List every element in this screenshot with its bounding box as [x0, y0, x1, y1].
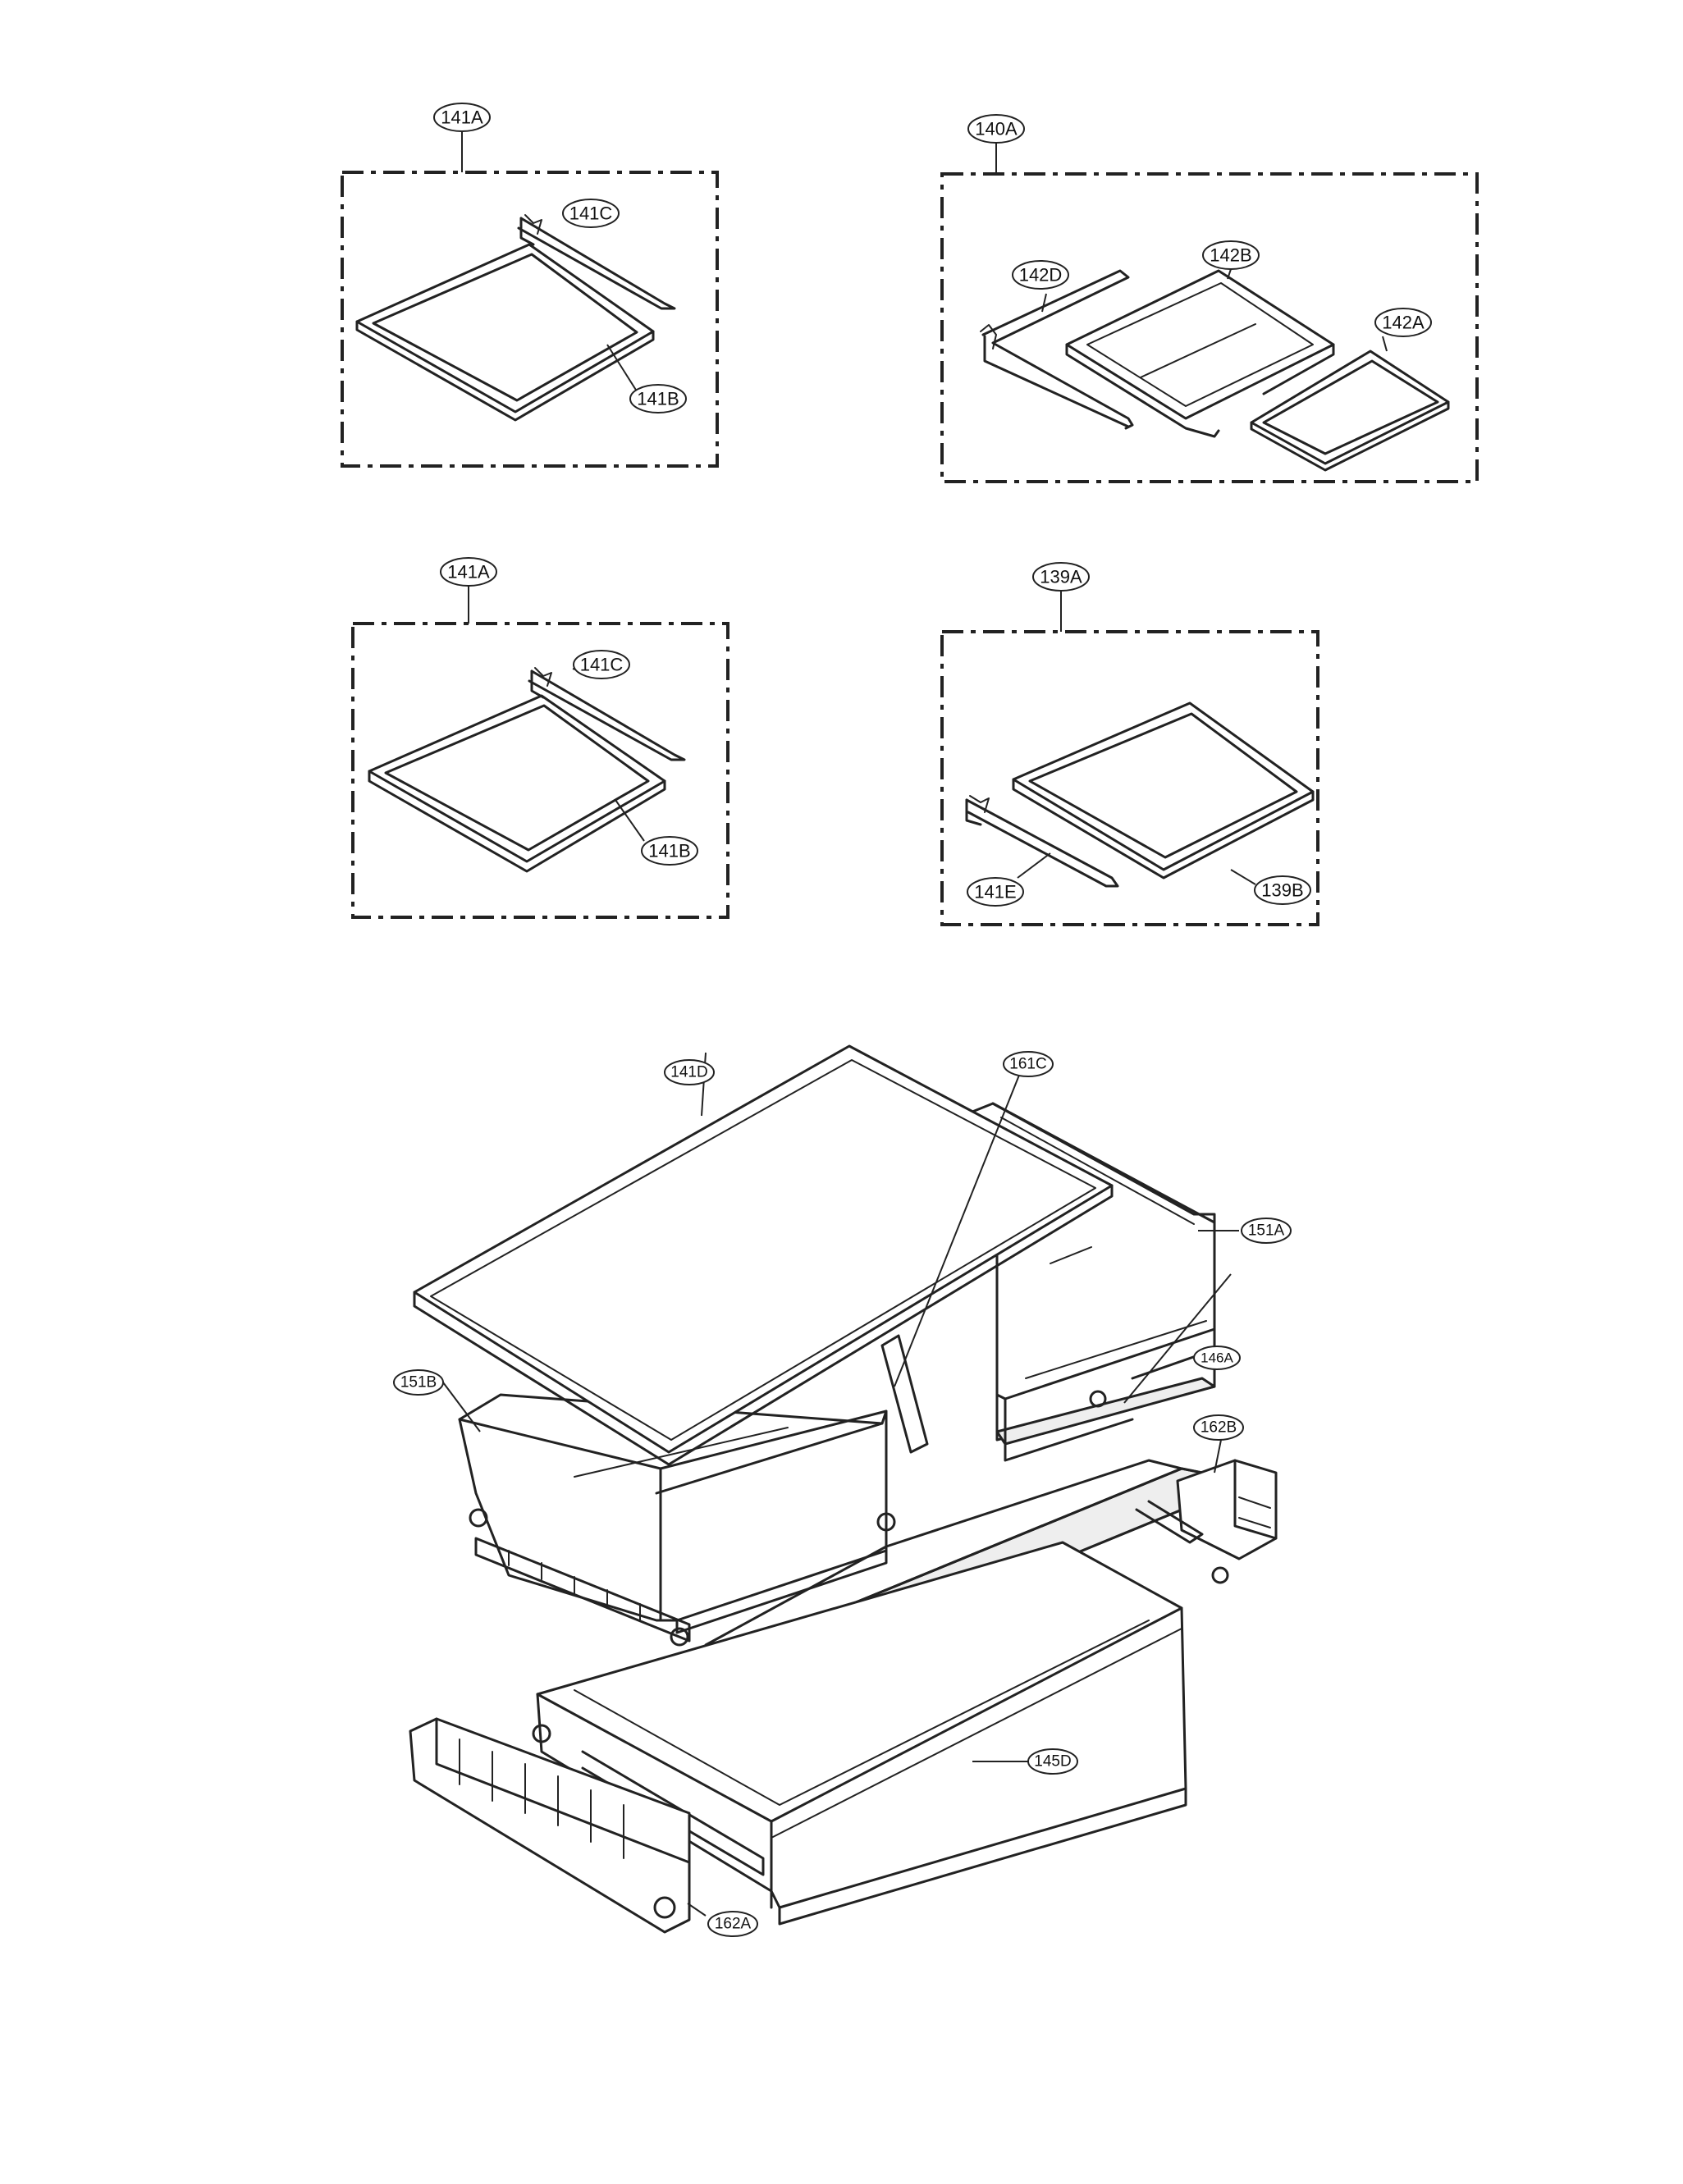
callout-141B-mid: 141B — [641, 836, 698, 866]
svg-text:142A: 142A — [1382, 313, 1425, 333]
callout-141C-top: 141C — [562, 199, 620, 228]
svg-text:140A: 140A — [975, 119, 1018, 139]
callout-146A: 146A — [1193, 1346, 1241, 1370]
svg-text:142D: 142D — [1019, 265, 1063, 286]
callout-141E: 141E — [967, 877, 1024, 907]
svg-text:141B: 141B — [648, 841, 690, 861]
svg-text:146A: 146A — [1201, 1350, 1233, 1366]
svg-text:151B: 151B — [400, 1374, 437, 1391]
callout-161C: 161C — [1003, 1051, 1054, 1077]
callout-141A-mid: 141A — [440, 557, 497, 587]
callout-151A: 151A — [1241, 1218, 1292, 1244]
callout-141B-top: 141B — [629, 384, 687, 413]
svg-text:141A: 141A — [447, 562, 490, 583]
callout-162B: 162B — [1193, 1414, 1244, 1441]
callout-151B: 151B — [393, 1369, 444, 1396]
assembly-group-140A — [940, 142, 1479, 483]
callout-142D: 142D — [1012, 260, 1069, 290]
callout-142A: 142A — [1374, 308, 1432, 337]
crisper-drawer-assembly — [409, 1044, 1278, 1934]
callout-162A: 162A — [707, 1911, 758, 1937]
svg-text:145D: 145D — [1034, 1753, 1071, 1771]
assembly-group-139A — [940, 591, 1319, 926]
svg-text:141B: 141B — [637, 389, 679, 409]
svg-text:141C: 141C — [569, 203, 613, 224]
svg-text:141A: 141A — [441, 107, 483, 128]
svg-text:162A: 162A — [715, 1916, 752, 1933]
assembly-group-141A-top — [341, 131, 719, 468]
callout-141C-mid: 141C — [573, 650, 630, 679]
svg-text:161C: 161C — [1009, 1056, 1046, 1073]
callout-142B: 142B — [1202, 240, 1260, 270]
svg-text:141E: 141E — [974, 882, 1016, 902]
svg-text:141D: 141D — [670, 1064, 707, 1081]
svg-text:139A: 139A — [1040, 567, 1082, 587]
callout-139A: 139A — [1032, 562, 1090, 592]
callout-140A: 140A — [967, 114, 1025, 144]
svg-text:139B: 139B — [1261, 880, 1303, 901]
callout-139B: 139B — [1254, 875, 1311, 905]
assembly-group-141A-mid — [351, 586, 729, 919]
svg-text:151A: 151A — [1248, 1222, 1285, 1240]
svg-text:162B: 162B — [1201, 1419, 1237, 1437]
callout-141A-top: 141A — [433, 103, 491, 132]
svg-text:141C: 141C — [580, 655, 624, 675]
svg-text:142B: 142B — [1210, 245, 1251, 266]
callout-145D: 145D — [1027, 1748, 1078, 1775]
callout-141D: 141D — [664, 1059, 715, 1085]
